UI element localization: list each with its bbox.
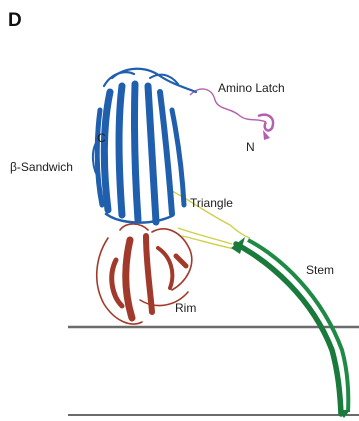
c-terminus-label: C [97, 131, 106, 145]
amino-latch-coil [190, 89, 273, 140]
triangle-label: Triangle [190, 196, 233, 210]
n-terminus-label: N [246, 140, 255, 154]
beta-sandwich-strands [93, 69, 196, 223]
rim-label: Rim [175, 301, 196, 315]
stem-label: Stem [306, 263, 334, 277]
amino-latch-label: Amino Latch [218, 81, 285, 95]
panel-letter: D [8, 10, 22, 32]
beta-sandwich-label: β-Sandwich [10, 160, 73, 174]
